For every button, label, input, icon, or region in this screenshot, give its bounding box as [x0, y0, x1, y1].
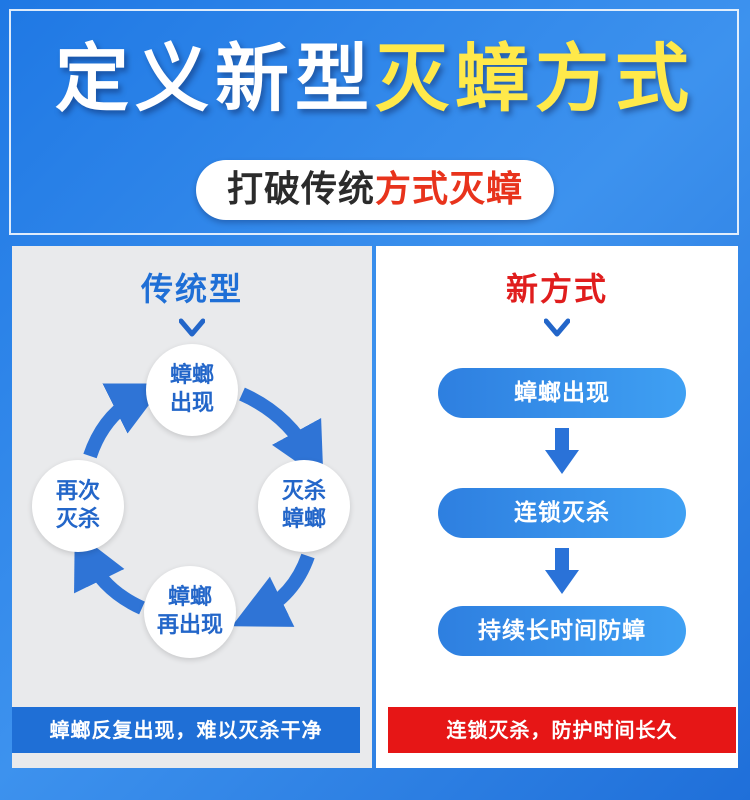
cycle-step-appear: 蟑螂出现: [146, 344, 238, 436]
chevron-down-icon: [179, 318, 205, 337]
subtitle-dark: 打破传统: [226, 169, 375, 210]
subtitle-red: 方式灭蟑: [375, 169, 524, 210]
traditional-footer: 蟑螂反复出现，难以灭杀干净: [12, 707, 360, 753]
chevron-down-icon: [544, 318, 570, 337]
main-title-yellow: 灭蟑方式: [375, 36, 695, 122]
main-title: 定义新型灭蟑方式: [0, 42, 750, 116]
traditional-panel: 传统型 蟑螂出现 灭杀蟑螂 蟑螂再出现 再次灭杀: [12, 246, 372, 768]
new-step-long-protection: 持续长时间防蟑: [438, 606, 686, 656]
arrow-down-icon: [545, 428, 579, 474]
traditional-title: 传统型: [140, 270, 243, 308]
cycle-step-reappear: 蟑螂再出现: [144, 566, 236, 658]
cycle-step-kill: 灭杀蟑螂: [258, 460, 350, 552]
new-method-title: 新方式: [505, 270, 608, 308]
arrow-down-icon: [545, 548, 579, 594]
header-frame: [9, 9, 739, 235]
new-step-appear: 蟑螂出现: [438, 368, 686, 418]
cycle-arrow-bottom-left: [74, 530, 145, 615]
cycle-arrows: [74, 383, 324, 627]
cycle-arrow-top-right: [239, 387, 324, 481]
cycle-arrow-bottom-right: [231, 553, 315, 627]
cycle-step-kill-again: 再次灭杀: [32, 460, 124, 552]
new-method-footer: 连锁灭杀，防护时间长久: [388, 707, 736, 753]
new-step-chain-kill: 连锁灭杀: [438, 488, 686, 538]
cycle-arrow-top-left: [83, 383, 166, 459]
new-method-panel: 新方式 蟑螂出现 连锁灭杀 持续长时间防蟑: [376, 246, 738, 768]
main-title-white: 定义新型: [55, 36, 375, 122]
subtitle-pill: 打破传统方式灭蟑: [196, 160, 554, 220]
